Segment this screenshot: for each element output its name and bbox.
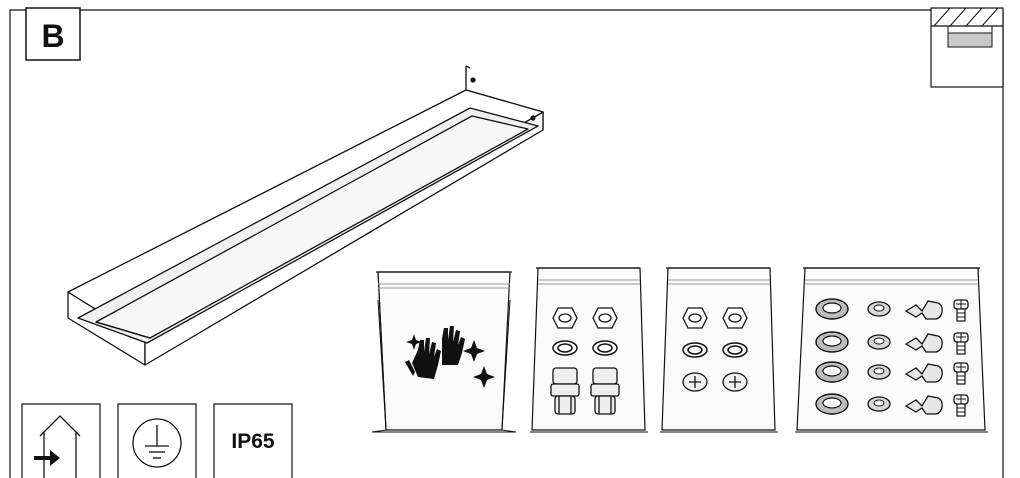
frame-border bbox=[9, 9, 1004, 478]
fixing-row bbox=[815, 331, 969, 355]
section-label: B bbox=[41, 18, 64, 54]
hex-nut-icon bbox=[682, 307, 748, 329]
cable-gland-icon bbox=[550, 367, 620, 415]
hex-nut-icon bbox=[552, 307, 618, 329]
accessory-bag-gloves bbox=[371, 271, 517, 433]
fixing-rows bbox=[815, 298, 969, 417]
mount-hole bbox=[530, 115, 536, 121]
earth-symbol-icon bbox=[117, 403, 197, 478]
fixing-row bbox=[815, 393, 969, 417]
ip-rating-badge: IP65 bbox=[213, 403, 293, 478]
accessory-bag-fixings bbox=[795, 267, 988, 433]
accessory-bag-plugs bbox=[660, 267, 778, 433]
gloves-icon bbox=[405, 326, 495, 388]
fixing-row bbox=[815, 298, 969, 322]
ip-rating-text: IP65 bbox=[231, 430, 275, 453]
arrow-right-icon bbox=[34, 450, 60, 466]
accessory-bag-cable-glands bbox=[530, 267, 648, 433]
mounting-clip-icon bbox=[904, 300, 943, 320]
seal-ring-icon bbox=[682, 342, 748, 358]
fixing-row bbox=[815, 361, 969, 385]
section-label-box: B bbox=[25, 7, 81, 61]
ceiling-icon bbox=[930, 7, 1004, 88]
seal-ring-icon bbox=[552, 340, 618, 356]
mounting-clip-icon bbox=[904, 363, 943, 383]
indoor-use-icon bbox=[21, 403, 101, 478]
blanking-plug-icon bbox=[682, 372, 748, 392]
mounting-clip-icon bbox=[904, 333, 943, 353]
mount-hole bbox=[470, 77, 476, 83]
luminaire-panel bbox=[67, 65, 544, 366]
mounting-clip-icon bbox=[904, 395, 943, 415]
